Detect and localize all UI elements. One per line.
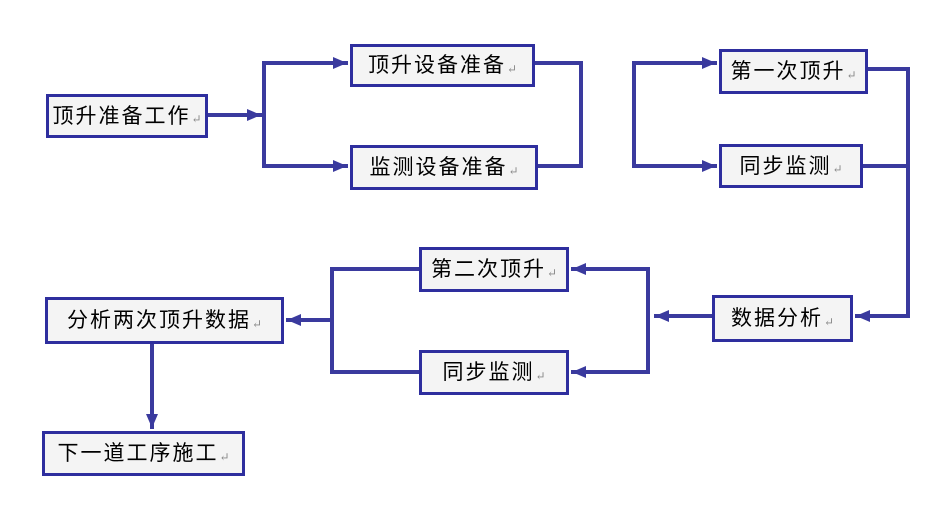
node-label: 下一道工序施工 <box>57 441 219 465</box>
paragraph-mark-icon: ↵ <box>546 265 558 280</box>
paragraph-mark-icon: ↵ <box>219 449 230 464</box>
node-label: 顶升准备工作 <box>52 103 191 128</box>
node-label: 数据分析 <box>730 306 823 330</box>
edge-split-to-first-jacking <box>632 57 717 172</box>
paragraph-mark-icon: ↵ <box>846 67 857 82</box>
node-jacking-equipment-prep: 顶升设备准备↵ <box>350 44 535 87</box>
node-label: 第一次顶升 <box>730 59 846 83</box>
node-label: 第二次顶升 <box>430 257 546 281</box>
node-label: 顶升设备准备 <box>367 53 506 77</box>
paragraph-mark-icon: ↵ <box>191 112 202 126</box>
node-first-jacking: 第一次顶升↵ <box>719 49 868 94</box>
edge-split-to-equipment-boxes <box>262 57 348 172</box>
node-second-jacking: 第二次顶升↵ <box>419 247 569 292</box>
node-label: 分析两次顶升数据 <box>66 308 251 332</box>
edge-first-jacking-to-analysis <box>855 67 910 322</box>
node-analyze-two-jacking-data: 分析两次顶升数据↵ <box>45 297 284 344</box>
node-next-process-construction: 下一道工序施工↵ <box>42 431 245 476</box>
edge-second-round-join-bracket <box>330 267 421 374</box>
node-label: 监测设备准备 <box>369 155 508 179</box>
node-data-analysis: 数据分析↵ <box>712 295 853 342</box>
paragraph-mark-icon: ↵ <box>832 162 843 176</box>
paragraph-mark-icon: ↵ <box>251 316 263 331</box>
node-sync-monitoring-2: 同步监测↵ <box>419 350 569 395</box>
paragraph-mark-icon: ↵ <box>506 61 518 76</box>
paragraph-mark-icon: ↵ <box>508 163 519 178</box>
node-monitoring-equipment-prep: 监测设备准备↵ <box>350 145 538 190</box>
edge-equipment-join-bracket <box>533 61 583 168</box>
paragraph-mark-icon: ↵ <box>823 314 835 329</box>
node-sync-monitoring-1: 同步监测↵ <box>719 144 863 188</box>
edge-split-to-second-jacking <box>571 263 650 378</box>
node-jacking-preparation: 顶升准备工作↵ <box>46 94 208 138</box>
node-label: 同步监测 <box>442 360 535 384</box>
paragraph-mark-icon: ↵ <box>535 368 546 383</box>
node-label: 同步监测 <box>739 153 832 178</box>
